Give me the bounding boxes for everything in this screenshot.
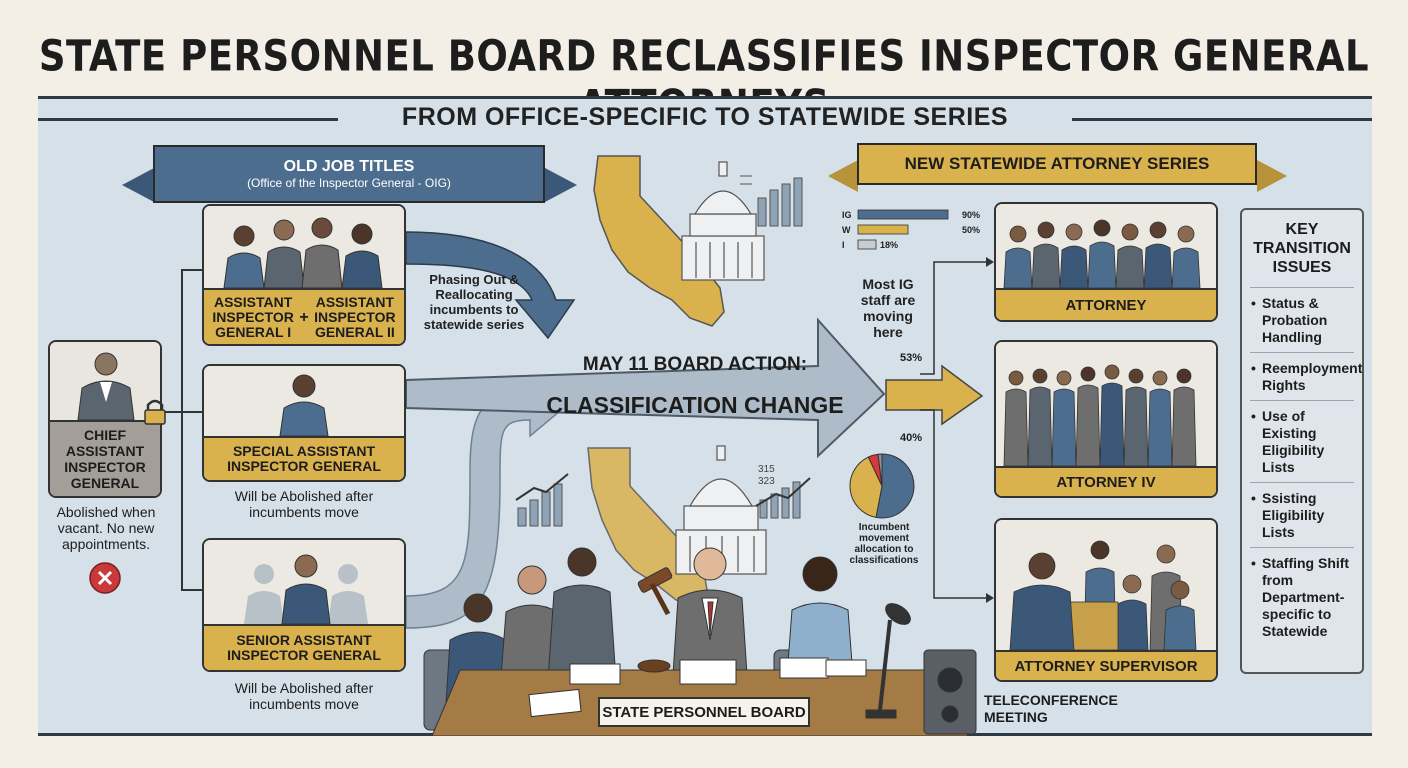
bar-category-label: IG <box>842 210 852 220</box>
subtitle-rule-right <box>1072 118 1372 121</box>
key-issue-item: Ssisting Eligibility Lists <box>1250 482 1354 547</box>
abolished-x-icon <box>89 562 121 594</box>
assistant-ig-1-label: ASSISTANT INSPECTOR GENERAL I <box>212 293 294 340</box>
old-titles-subheading: (Office of the Inspector General - OIG) <box>247 176 451 190</box>
capitol-icon-top <box>681 161 765 281</box>
assistant-group-portrait <box>204 206 404 288</box>
people-group-icon <box>223 217 383 288</box>
bar <box>857 239 877 250</box>
key-issues-panel: KEY TRANSITION ISSUES Status & Probation… <box>1240 208 1364 674</box>
pie-caption: Incumbent movement allocation to classif… <box>849 522 919 566</box>
transition-bar-chart: IG 90% W 50% I 18% <box>842 209 980 250</box>
chief-connectors <box>164 269 202 591</box>
curved-arrow-bottom <box>405 374 568 629</box>
new-series-banner: NEW STATEWIDE ATTORNEY SERIES <box>857 143 1257 185</box>
pie-slice <box>877 453 883 487</box>
person-icon <box>77 352 135 421</box>
senior-assistant-card: SENIOR ASSISTANT INSPECTOR GENERAL <box>202 538 406 672</box>
subtitle-rule-left <box>38 118 338 121</box>
attorney-card: ATTORNEY <box>994 202 1218 322</box>
attorney-label: ATTORNEY <box>996 288 1216 320</box>
people-group-icon <box>1009 540 1197 651</box>
key-issues-list: Status & Probation Handling Reemployment… <box>1242 287 1362 646</box>
most-ig-text: Most IG staff are moving here <box>860 276 916 340</box>
decor-chart-left <box>515 473 569 527</box>
chief-portrait <box>50 342 160 421</box>
people-group-icon <box>1003 219 1201 289</box>
attorney-iv-card: ATTORNEY IV <box>994 340 1218 498</box>
key-issues-heading: KEY TRANSITION ISSUES <box>1253 221 1351 276</box>
assistant-ig-2-label: ASSISTANT INSPECTOR GENERAL II <box>314 293 396 340</box>
pie-slice <box>875 453 915 519</box>
chart-number-1: 315 <box>758 464 775 475</box>
pie-slice <box>849 456 883 519</box>
special-note: Will be Abolished after incumbents move <box>234 488 374 520</box>
old-titles-heading: OLD JOB TITLES <box>283 158 415 175</box>
attorney-supervisor-label: ATTORNEY SUPERVISOR <box>996 650 1216 680</box>
chief-note: Abolished when vacant. No new appointmen… <box>56 504 156 552</box>
bar-value-label: 50% <box>962 225 980 235</box>
decor-chart-right <box>755 477 811 519</box>
subtitle: FROM OFFICE-SPECIFIC TO STATEWIDE SERIES <box>401 103 1009 131</box>
board-sign: STATE PERSONNEL BOARD <box>598 697 810 727</box>
allocation-pie-chart <box>849 453 915 519</box>
board-action-arrow <box>405 317 886 459</box>
pie-label-40: 40% <box>900 432 923 444</box>
california-map-top <box>593 155 725 327</box>
chief-card: CHIEF ASSISTANT INSPECTOR GENERAL <box>48 340 162 498</box>
bar-category-label: I <box>842 240 845 250</box>
chart-number-2: 323 <box>758 476 775 487</box>
ribbon-tail-left <box>122 168 154 202</box>
plus-sign: + <box>299 308 309 326</box>
key-issue-item: Status & Probation Handling <box>1250 287 1354 352</box>
pie-label-53: 53% <box>900 352 923 364</box>
board-action-line1: MAY 11 BOARD ACTION: <box>582 354 808 375</box>
curved-arrow-top <box>405 231 576 340</box>
attorney-iv-label: ATTORNEY IV <box>996 466 1216 496</box>
lock-icon <box>144 399 166 425</box>
special-assistant-card: SPECIAL ASSISTANT INSPECTOR GENERAL <box>202 364 406 482</box>
bar-value-label: 90% <box>962 210 980 220</box>
gold-arrow <box>885 364 984 426</box>
attorney-connector <box>920 261 986 375</box>
bar <box>857 224 909 235</box>
senior-label: SENIOR ASSISTANT INSPECTOR GENERAL <box>204 624 404 670</box>
chief-label: CHIEF ASSISTANT INSPECTOR GENERAL <box>50 420 160 496</box>
phasing-text: Phasing Out & Reallocating incumbents to… <box>423 272 525 332</box>
key-issue-item: Reemployment Rights <box>1250 352 1362 400</box>
key-issue-item: Staffing Shift from Department-specific … <box>1250 547 1354 646</box>
assistant-ig-card: ASSISTANT INSPECTOR GENERAL I + ASSISTAN… <box>202 204 406 346</box>
people-group-icon <box>244 554 368 624</box>
bar-value-label: 18% <box>880 240 898 250</box>
assistant-ig-labels: ASSISTANT INSPECTOR GENERAL I + ASSISTAN… <box>204 288 404 344</box>
special-label: SPECIAL ASSISTANT INSPECTOR GENERAL <box>204 436 404 480</box>
people-group-icon <box>1003 364 1197 467</box>
ribbon-tail-left <box>828 160 858 192</box>
senior-portrait <box>204 540 404 624</box>
bar <box>857 209 949 220</box>
attorney-supervisor-card: ATTORNEY SUPERVISOR <box>994 518 1218 682</box>
supervisor-connector <box>920 409 986 599</box>
bar-category-label: W <box>842 225 851 235</box>
senior-note: Will be Abolished after incumbents move <box>234 680 374 712</box>
special-portrait <box>204 366 404 436</box>
teleconference-label: TELECONFERENCE MEETING <box>984 692 1118 725</box>
board-meeting-illustration <box>423 547 977 736</box>
attorney-group-portrait <box>996 204 1216 289</box>
decor-chart-top <box>740 175 803 227</box>
old-titles-banner: OLD JOB TITLES (Office of the Inspector … <box>153 145 545 203</box>
board-action-line2: CLASSIFICATION CHANGE <box>546 392 844 418</box>
key-issue-item: Use of Existing Eligibility Lists <box>1250 400 1354 482</box>
ribbon-tail-right <box>545 168 577 202</box>
attorney-supervisor-portrait <box>996 520 1216 651</box>
ribbon-tail-right <box>1257 160 1287 192</box>
capitol-icon-bottom <box>675 445 767 575</box>
attorney-iv-group-portrait <box>996 342 1216 467</box>
person-icon <box>279 374 329 436</box>
